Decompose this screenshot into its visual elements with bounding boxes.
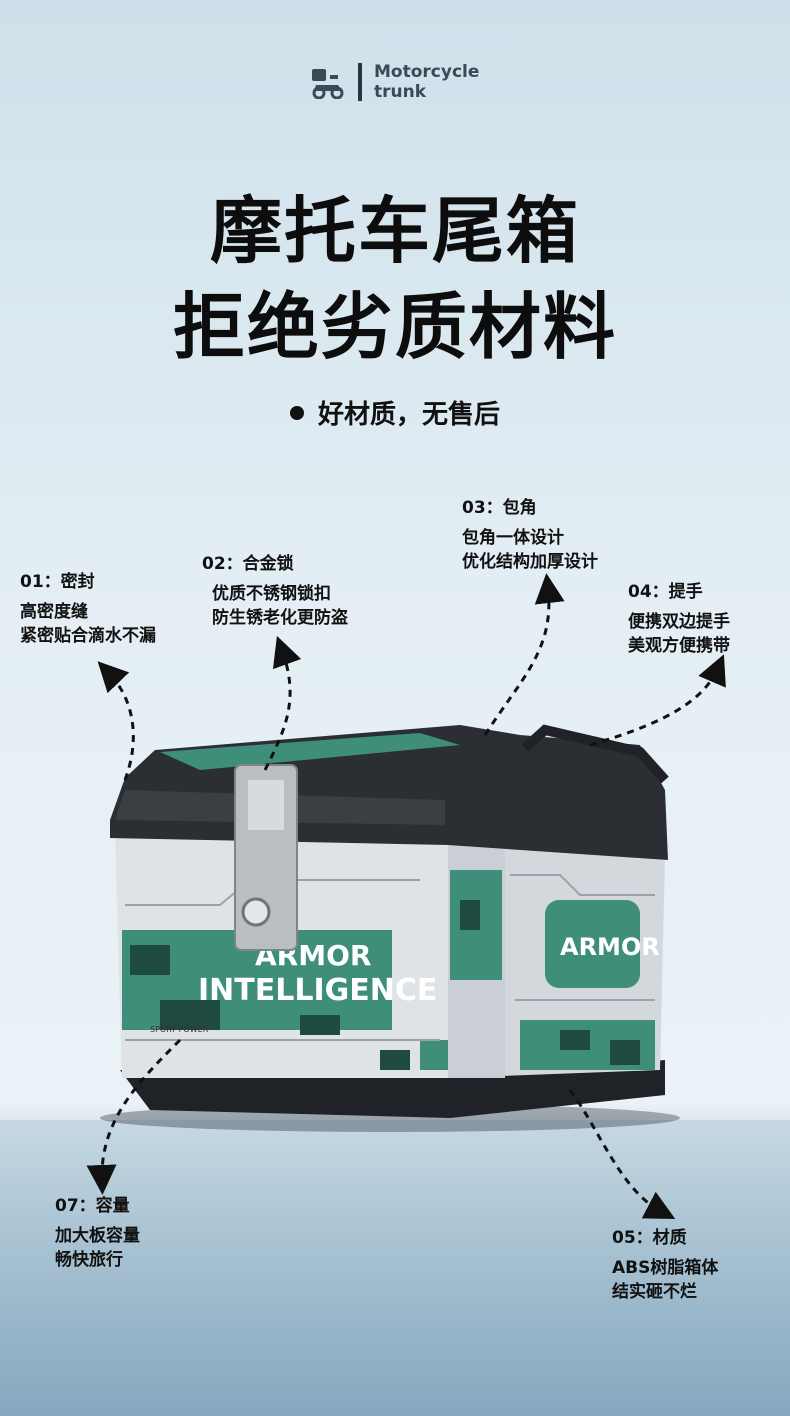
callout-corner-title: 03：包角 bbox=[462, 498, 537, 518]
callout-handle-title: 04：提手 bbox=[628, 582, 703, 602]
badge-divider bbox=[358, 63, 362, 101]
arrow-capacity bbox=[86, 1038, 182, 1195]
arrow-corner bbox=[483, 573, 565, 736]
arrow-seal bbox=[97, 661, 135, 781]
callout-handle: 04：提手 便携双边提手 美观方便携带 bbox=[628, 580, 730, 658]
callout-corner-line2: 优化结构加厚设计 bbox=[462, 552, 598, 572]
lid-camo-top bbox=[160, 733, 460, 770]
callout-material-line2: 结实砸不烂 bbox=[612, 1282, 697, 1302]
subtitle-text: 好材质，无售后 bbox=[317, 400, 500, 430]
callout-seal: 01：密封 高密度缝 紧密贴合滴水不漏 bbox=[20, 570, 156, 648]
callout-seal-line2: 紧密贴合滴水不漏 bbox=[20, 626, 156, 646]
callout-capacity: 07：容量 加大板容量 畅快旅行 bbox=[55, 1194, 140, 1272]
badge-label-line2: trunk bbox=[374, 82, 427, 102]
callout-material: 05：材质 ABS树脂箱体 结实砸不烂 bbox=[612, 1226, 718, 1304]
callout-material-title: 05：材质 bbox=[612, 1228, 687, 1248]
camo-pattern-side bbox=[450, 870, 655, 1070]
bullet-dot bbox=[289, 405, 304, 420]
callout-material-line1: ABS树脂箱体 bbox=[612, 1258, 719, 1278]
headline-line2: 拒绝劣质材料 bbox=[172, 285, 617, 369]
intelligence-text: INTELLIGENCE bbox=[198, 973, 437, 1008]
callout-handle-line1: 便携双边提手 bbox=[628, 612, 730, 632]
arrow-lock bbox=[263, 635, 302, 771]
floor-surface bbox=[0, 1120, 790, 1416]
callout-capacity-line2: 畅快旅行 bbox=[55, 1250, 123, 1270]
badge-label: Motorcycle trunk bbox=[374, 62, 484, 102]
callout-corner-line1: 包角一体设计 bbox=[462, 528, 564, 548]
callout-corner: 03：包角 包角一体设计 优化结构加厚设计 bbox=[462, 496, 598, 574]
callout-seal-title: 01：密封 bbox=[20, 572, 95, 592]
badge-label-line1: Motorcycle bbox=[374, 62, 480, 82]
arrow-material bbox=[568, 1089, 676, 1219]
carry-handle bbox=[521, 724, 669, 784]
subtitle: 好材质，无售后 bbox=[0, 394, 790, 431]
callout-capacity-line1: 加大板容量 bbox=[55, 1226, 140, 1246]
callout-seal-line1: 高密度缝 bbox=[20, 602, 88, 622]
callout-handle-line2: 美观方便携带 bbox=[628, 636, 730, 656]
motorcycle-icon bbox=[312, 69, 344, 99]
arrow-handle bbox=[589, 654, 726, 747]
callout-lock-line2: 防生锈老化更防盗 bbox=[212, 608, 348, 628]
callout-capacity-title: 07：容量 bbox=[55, 1196, 130, 1216]
callout-lock-line1: 优质不锈钢锁扣 bbox=[212, 584, 331, 604]
category-badge: Motorcycle trunk bbox=[310, 62, 484, 102]
lock-latch bbox=[248, 780, 284, 830]
keyhole bbox=[241, 897, 271, 927]
callout-lock-title: 02：合金锁 bbox=[202, 554, 294, 574]
callout-lock: 02：合金锁 优质不锈钢锁扣 防生锈老化更防盗 bbox=[202, 552, 348, 630]
headline-line1: 摩托车尾箱 bbox=[209, 189, 580, 273]
sport-power-text: SPORT POWER bbox=[150, 1025, 209, 1034]
side-armor-text: ARMOR bbox=[560, 933, 660, 961]
callout-arrows bbox=[86, 573, 726, 1219]
